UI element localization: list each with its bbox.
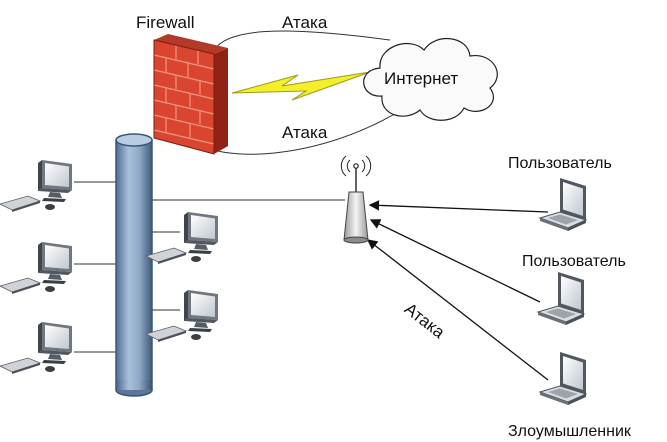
- desktop-computer-icon: [145, 289, 219, 343]
- user1-to-ap-arrow: [368, 200, 549, 213]
- attacker-to-ap-arrow: [366, 239, 549, 381]
- lightning-bolt-icon: [231, 71, 371, 101]
- cloud-icon: [363, 37, 498, 121]
- attacker-label: Злоумышленник: [508, 423, 631, 440]
- desktop-computer-icon: [0, 159, 73, 213]
- brick-wall-icon: [153, 34, 228, 155]
- internet-label: Интернет: [384, 69, 459, 88]
- user-label-1: Пользователь: [508, 155, 612, 172]
- attack-link-bottom: [213, 104, 411, 155]
- desktop-computer-icon: [0, 241, 73, 295]
- desktop-computer-icon: [145, 211, 219, 265]
- attack-label-top: Атака: [282, 13, 328, 32]
- wireless-arrows: [366, 200, 549, 381]
- firewall-label: Firewall: [136, 13, 195, 32]
- user-label-2: Пользователь: [522, 253, 626, 270]
- wireless-access-point-icon: [340, 155, 372, 244]
- attack-label-bottom: Атака: [282, 123, 328, 142]
- laptop-icon: [537, 271, 585, 326]
- attack-link-top: [213, 30, 391, 51]
- network-backbone: [115, 133, 153, 397]
- laptop-icon: [539, 177, 587, 232]
- desktop-computer-icon: [0, 321, 73, 375]
- connection-lines: [74, 30, 411, 353]
- user2-to-ap-arrow: [369, 219, 541, 303]
